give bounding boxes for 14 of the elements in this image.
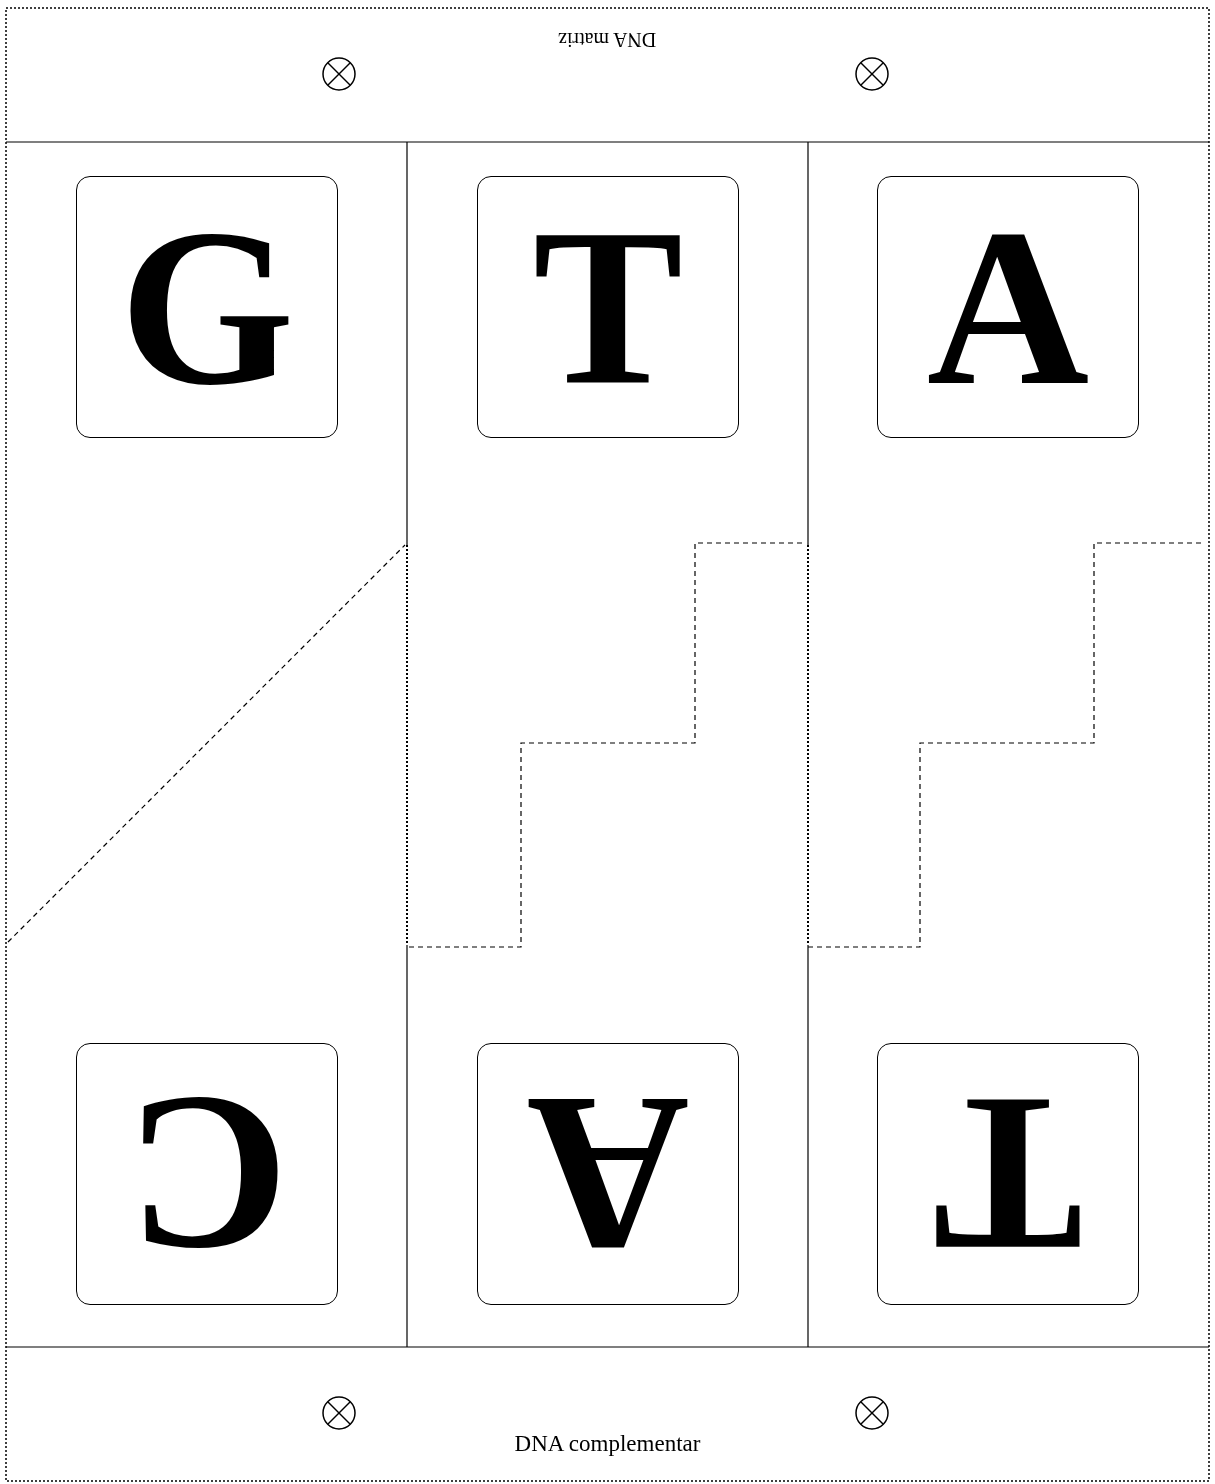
nucleotide-letter: C [125, 1061, 289, 1287]
base-card [477, 1043, 739, 1305]
base-card [877, 1043, 1139, 1305]
nucleotide-letter: A [526, 1061, 690, 1287]
nucleotide-letter: G [119, 194, 295, 420]
strand-label: DNA matriz [558, 30, 657, 50]
base-card [76, 176, 338, 438]
base-card [877, 176, 1139, 438]
nucleotide-letter: T [532, 194, 684, 420]
base-card [76, 1043, 338, 1305]
base-card [477, 176, 739, 438]
strand-label: DNA complementar [514, 1432, 701, 1455]
nucleotide-letter: A [926, 194, 1090, 420]
nucleotide-letter: T [932, 1061, 1084, 1287]
